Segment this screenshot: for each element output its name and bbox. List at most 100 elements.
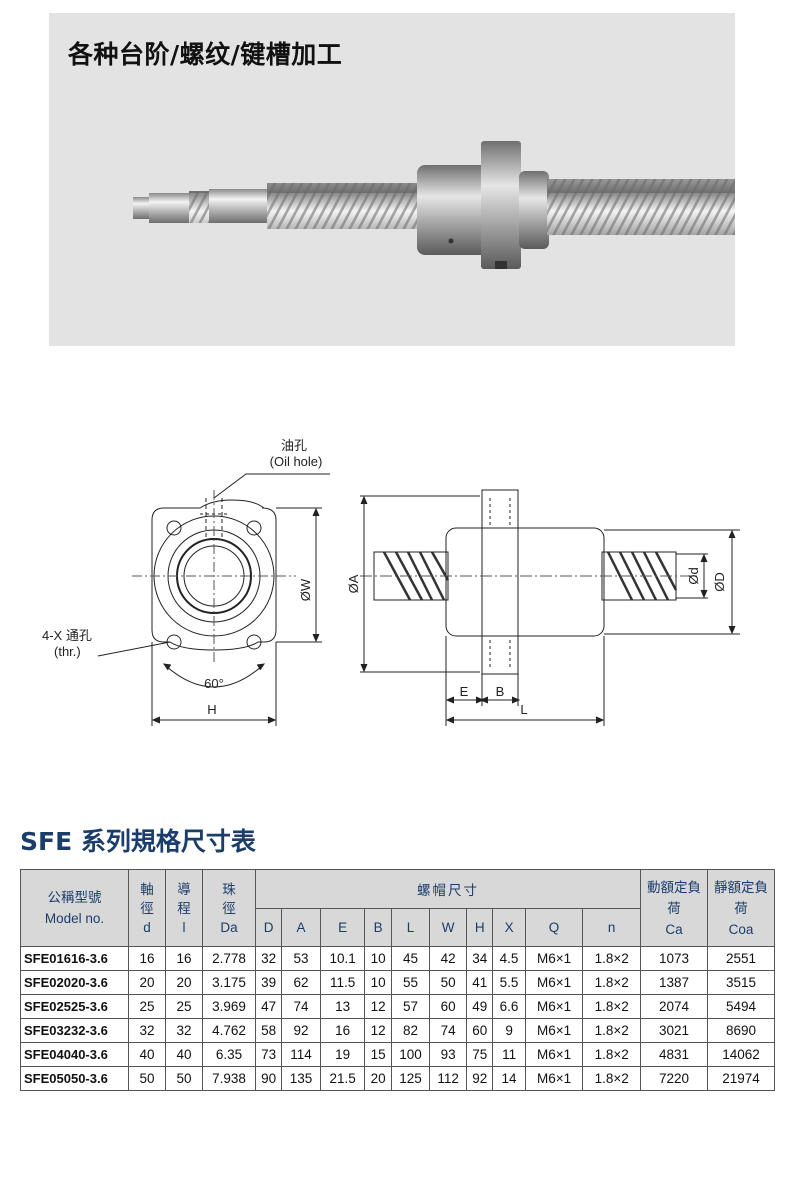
- table-cell: 74: [429, 1018, 468, 1043]
- thru-hole-label-en: (thr.): [54, 644, 81, 659]
- header-nut-group: 螺帽尺寸: [255, 869, 641, 909]
- header-coa-sym: Coa: [728, 921, 754, 937]
- header-sub: B: [364, 908, 392, 947]
- table-cell: 1.8×2: [582, 946, 641, 971]
- model-cell: SFE01616-3.6: [20, 946, 129, 971]
- table-cell: 20: [128, 970, 166, 995]
- table-cell: 50: [165, 1066, 203, 1091]
- table-cell: 3021: [640, 1018, 708, 1043]
- table-cell: 73: [254, 1042, 283, 1067]
- dim-w-label: ØW: [298, 578, 313, 601]
- header-sub: E: [319, 908, 366, 947]
- table-cell: 1073: [640, 946, 708, 971]
- table-cell: 125: [390, 1066, 431, 1091]
- table-cell: 34: [466, 946, 494, 971]
- table-cell: 1387: [640, 970, 708, 995]
- table-cell: 58: [254, 1018, 283, 1043]
- table-cell: 2074: [640, 994, 708, 1019]
- side-view: [360, 489, 740, 726]
- table-cell: 9: [492, 1018, 526, 1043]
- table-cell: 3515: [707, 970, 775, 995]
- header-l: 導程 l: [165, 869, 203, 947]
- table-cell: M6×1: [524, 1018, 584, 1043]
- table-cell: 4.5: [492, 946, 526, 971]
- table-cell: 5.5: [492, 970, 526, 995]
- header-model: 公稱型號 Model no.: [20, 869, 129, 947]
- technical-drawing: 油孔 (Oil hole) 4-X 通孔 (thr.) 60° H ØW ØA …: [42, 438, 740, 726]
- header-sub: L: [390, 908, 431, 947]
- table-cell: 6.35: [202, 1042, 256, 1067]
- table-cell: 114: [281, 1042, 321, 1067]
- table-cell: 135: [281, 1066, 321, 1091]
- table-cell: 16: [165, 946, 203, 971]
- header-sub: Q: [524, 908, 584, 947]
- table-cell: 45: [390, 946, 431, 971]
- table-cell: 7220: [640, 1066, 708, 1091]
- table-cell: 57: [390, 994, 431, 1019]
- table-cell: M6×1: [524, 994, 584, 1019]
- dim-d-large-label: ØD: [712, 572, 727, 592]
- header-da-sym: Da: [220, 919, 238, 935]
- photo-title: 各种台阶/螺纹/键槽加工: [68, 40, 343, 69]
- dim-b-label: B: [496, 684, 505, 699]
- header-sub: H: [466, 908, 494, 947]
- header-ca: 動額定負荷 Ca: [640, 869, 708, 947]
- table-cell: 40: [165, 1042, 203, 1067]
- table-cell: 60: [466, 1018, 494, 1043]
- table-cell: 112: [429, 1066, 468, 1091]
- header-coa-cn: 靜額定負荷: [714, 879, 768, 916]
- model-cell: SFE02525-3.6: [20, 994, 129, 1019]
- table-cell: 75: [466, 1042, 494, 1067]
- table-cell: 74: [281, 994, 321, 1019]
- table-cell: M6×1: [524, 1042, 584, 1067]
- header-da: 珠徑 Da: [202, 869, 256, 947]
- header-l-cn: 導程: [177, 881, 191, 916]
- dim-l-label: L: [520, 702, 527, 717]
- thru-hole-label-cn: 4-X 通孔: [42, 628, 92, 643]
- dim-h-label: H: [207, 702, 216, 717]
- table-cell: 53: [281, 946, 321, 971]
- table-cell: 41: [466, 970, 494, 995]
- model-cell: SFE05050-3.6: [20, 1066, 129, 1091]
- table-cell: 93: [429, 1042, 468, 1067]
- header-model-en: Model no.: [44, 911, 105, 926]
- table-cell: 82: [390, 1018, 431, 1043]
- table-cell: 21974: [707, 1066, 775, 1091]
- table-cell: 14: [492, 1066, 526, 1091]
- header-ca-cn: 動額定負荷: [647, 879, 701, 916]
- table-cell: 92: [466, 1066, 494, 1091]
- table-cell: 25: [165, 994, 203, 1019]
- table-cell: 11: [492, 1042, 526, 1067]
- table-cell: 1.8×2: [582, 1066, 641, 1091]
- header-sub: n: [582, 908, 641, 947]
- table-cell: 50: [128, 1066, 166, 1091]
- spec-table: 公稱型號 Model no. 軸徑 d 導程 l 珠徑 Da 螺帽尺寸 動額定負…: [20, 869, 775, 1091]
- section-title: SFE 系列規格尺寸表: [20, 827, 256, 856]
- table-cell: 8690: [707, 1018, 775, 1043]
- table-cell: 62: [281, 970, 321, 995]
- table-cell: 16: [319, 1018, 366, 1043]
- oil-hole-label-cn: 油孔: [281, 438, 307, 453]
- model-cell: SFE04040-3.6: [20, 1042, 129, 1067]
- table-cell: 47: [254, 994, 283, 1019]
- table-cell: 16: [128, 946, 166, 971]
- table-cell: 1.8×2: [582, 994, 641, 1019]
- table-cell: 12: [364, 994, 392, 1019]
- header-d-sym: d: [143, 919, 151, 935]
- table-cell: 49: [466, 994, 494, 1019]
- table-cell: 20: [165, 970, 203, 995]
- header-d: 軸徑 d: [128, 869, 166, 947]
- header-sub: X: [492, 908, 526, 947]
- table-cell: 1.8×2: [582, 1018, 641, 1043]
- header-d-cn: 軸徑: [140, 881, 154, 916]
- table-cell: 5494: [707, 994, 775, 1019]
- table-cell: 60: [429, 994, 468, 1019]
- header-model-cn: 公稱型號: [47, 890, 102, 905]
- table-cell: 10: [364, 970, 392, 995]
- table-cell: 42: [429, 946, 468, 971]
- table-cell: 1.8×2: [582, 970, 641, 995]
